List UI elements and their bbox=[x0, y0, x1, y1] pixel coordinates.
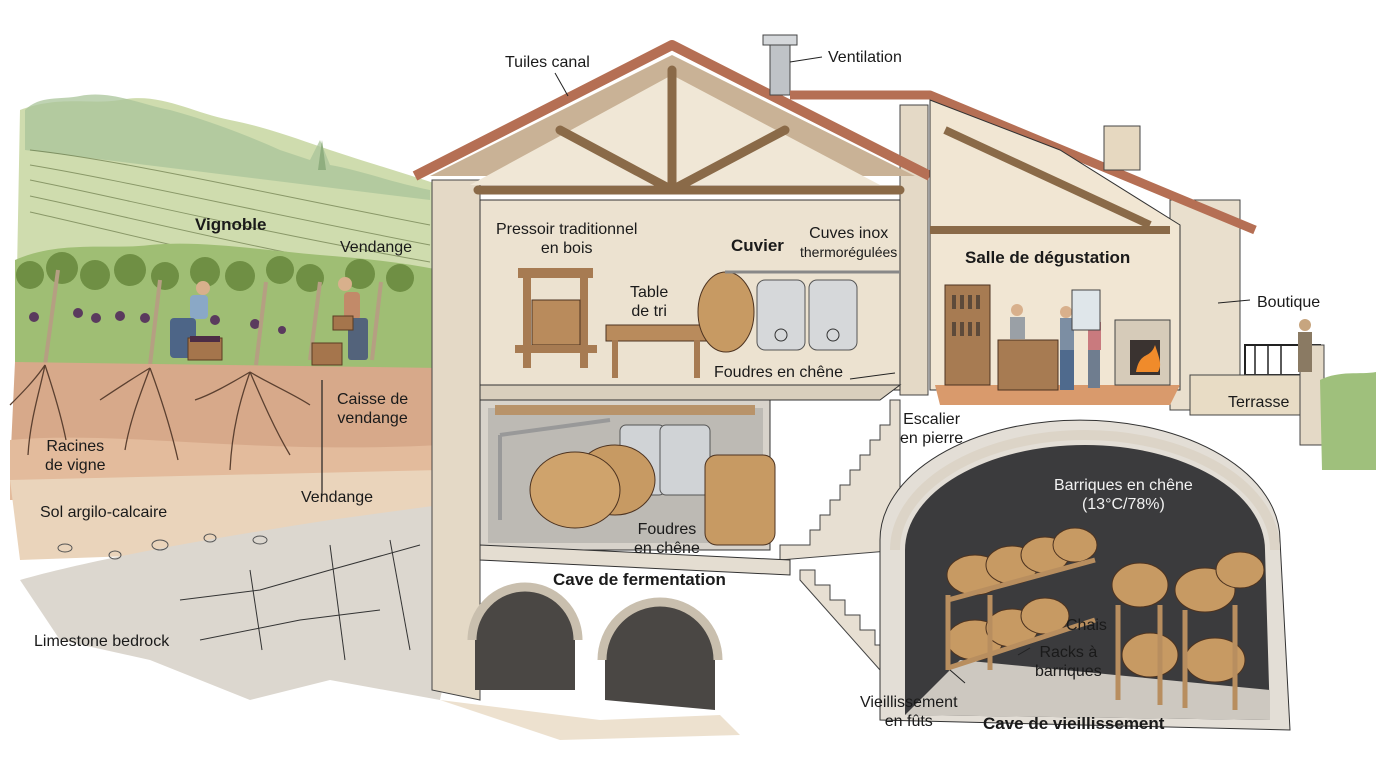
label-cave-vieillissement: Cave de vieillissement bbox=[983, 714, 1165, 733]
fermentation-cellar bbox=[440, 399, 901, 740]
grape-picker-1 bbox=[170, 281, 223, 361]
label-table-de-tri: Table de tri bbox=[630, 284, 669, 320]
label-boutique: Boutique bbox=[1257, 294, 1321, 311]
label-vignoble: Vignoble bbox=[195, 215, 267, 234]
label-racks-barriques: Racks à barriques bbox=[1035, 644, 1102, 680]
label-foudres-cave: Foudres en chêne bbox=[634, 521, 700, 557]
aging-cellar bbox=[879, 419, 1291, 731]
label-tuiles-canal: Tuiles canal bbox=[505, 54, 590, 71]
label-terrasse: Terrasse bbox=[1228, 394, 1290, 411]
label-sol-argilo-calcaire: Sol argilo-calcaire bbox=[40, 504, 168, 521]
leader-lines bbox=[554, 56, 1251, 684]
label-racines-vigne: Racines de vigne bbox=[45, 438, 106, 474]
barrel-rack-left bbox=[945, 527, 1098, 671]
label-limestone-bedrock: Limestone bedrock bbox=[34, 633, 170, 650]
label-cuves-inox: Cuves inox thermorégulées bbox=[800, 225, 898, 260]
label-chais: Chais bbox=[1066, 617, 1107, 634]
label-cuvier: Cuvier bbox=[731, 236, 784, 255]
label-caisse-vendange: Caisse de vendange bbox=[337, 391, 409, 427]
label-vendange-top: Vendange bbox=[340, 239, 413, 256]
winery-building bbox=[412, 34, 1376, 701]
label-barriques-chene: Barriques en chêne (13°C/78%) bbox=[1054, 477, 1193, 513]
label-escalier-pierre: Escalier en pierre bbox=[900, 411, 964, 447]
label-vendange-bottom: Vendange bbox=[301, 489, 374, 506]
label-salle-degustation: Salle de dégustation bbox=[965, 248, 1131, 267]
grape-picker-2 bbox=[311, 277, 368, 366]
label-cave-fermentation: Cave de fermentation bbox=[553, 570, 726, 589]
vineyard-hillside bbox=[15, 94, 440, 380]
limestone-bedrock bbox=[20, 505, 470, 700]
label-ventilation: Ventilation bbox=[828, 49, 902, 66]
barrel-rack-right bbox=[1111, 551, 1265, 710]
label-vieillissement-futs: Vieillissement en fûts bbox=[860, 694, 958, 730]
label-foudres-cuvier: Foudres en chêne bbox=[714, 364, 843, 381]
label-pressoir: Pressoir traditionnel en bois bbox=[496, 221, 638, 257]
